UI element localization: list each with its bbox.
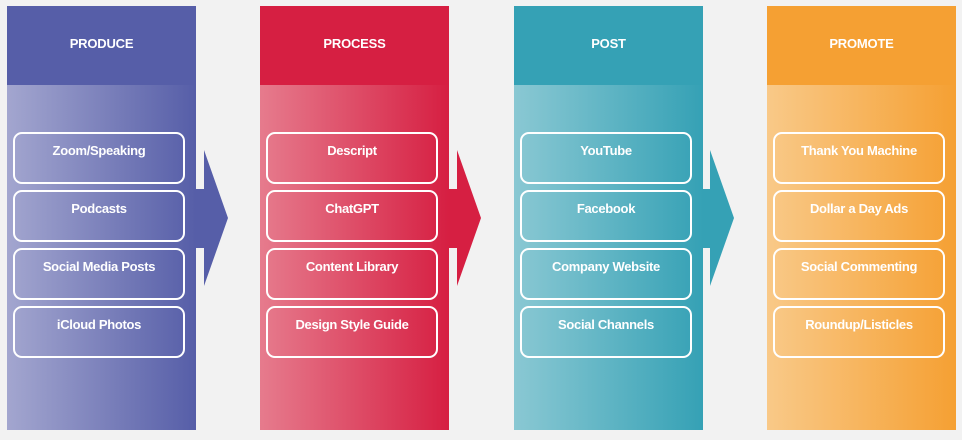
arrow-shape [196,150,228,286]
stage-item: Social Media Posts [13,248,185,300]
stage-item-label: Design Style Guide [295,317,409,332]
stage-body: Zoom/Speaking Podcasts Social Media Post… [7,85,196,430]
diagram-stage-produce: PRODUCE Zoom/Speaking Podcasts Social Me… [7,6,196,430]
stage-item: Social Channels [520,306,692,358]
stage-item-label: Content Library [305,259,399,274]
stage-item: Facebook [520,190,692,242]
stage-title: PRODUCE [69,36,134,51]
stage-item-label: Zoom/Speaking [52,143,146,158]
stage-header: PROMOTE [767,6,956,85]
stage-item: YouTube [520,132,692,184]
stage-item: Podcasts [13,190,185,242]
stage-item-label: Facebook [576,201,636,216]
arrow-shape [449,150,481,286]
arrow-right-icon [702,150,734,286]
stage-item-label: Descript [327,143,377,158]
stage-item-label: Roundup/Listicles [805,317,913,332]
stage-item: Content Library [266,248,438,300]
arrow-right-icon [196,150,228,286]
stage-item-label: ChatGPT [325,201,379,216]
stage-item-label: Podcasts [71,201,127,216]
stage-header: PRODUCE [7,6,196,85]
stage-body: Thank You Machine Dollar a Day Ads Socia… [767,85,956,430]
stage-body: Descript ChatGPT Content Library Design … [260,85,449,430]
stage-title: POST [591,36,626,51]
diagram-stage-process: PROCESS Descript ChatGPT Content Library… [260,6,449,430]
stage-title: PROMOTE [829,36,894,51]
stage-title: PROCESS [323,36,386,51]
stage-item-label: Dollar a Day Ads [809,201,909,216]
arrow-right-icon [449,150,481,286]
diagram-stage-post: POST YouTube Facebook Company Website So… [514,6,703,430]
stage-item: ChatGPT [266,190,438,242]
diagram-stage-promote: PROMOTE Thank You Machine Dollar a Day A… [767,6,956,430]
stage-item-label: Social Channels [558,317,654,332]
stage-item: Thank You Machine [773,132,945,184]
stage-item: Dollar a Day Ads [773,190,945,242]
arrow-shape [702,150,734,286]
stage-item-label: Thank You Machine [801,143,917,158]
stage-item: Design Style Guide [266,306,438,358]
stage-item-label: iCloud Photos [56,317,142,332]
stage-header: POST [514,6,703,85]
stage-item-label: Company Website [552,259,660,274]
stage-item: Company Website [520,248,692,300]
stage-item: Zoom/Speaking [13,132,185,184]
stage-item: iCloud Photos [13,306,185,358]
stage-header: PROCESS [260,6,449,85]
stage-item: Descript [266,132,438,184]
stage-body: YouTube Facebook Company Website Social … [514,85,703,430]
stage-item-label: Social Media Posts [42,259,156,274]
stage-item-label: Social Commenting [800,259,918,274]
stage-item: Roundup/Listicles [773,306,945,358]
stage-item: Social Commenting [773,248,945,300]
stage-item-label: YouTube [580,143,632,158]
